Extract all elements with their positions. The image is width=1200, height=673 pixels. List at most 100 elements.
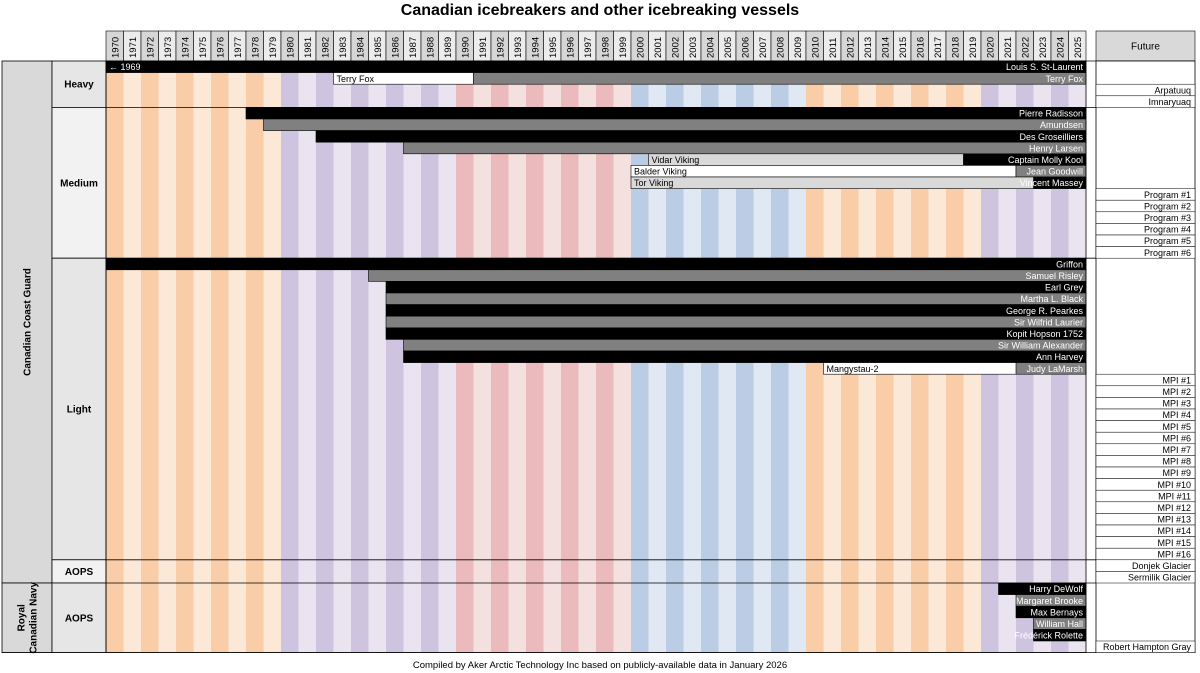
vessel-bar-label: George R. Pearkes xyxy=(1006,306,1084,316)
year-label-1978: 1978 xyxy=(250,37,261,58)
year-label-1989: 1989 xyxy=(443,37,454,58)
vessel-bar xyxy=(385,327,1087,340)
year-label-1973: 1973 xyxy=(163,37,174,58)
vessel-bar xyxy=(473,72,1087,85)
year-label-2017: 2017 xyxy=(933,37,944,58)
year-stripe-1972 xyxy=(141,61,159,653)
vessel-bar xyxy=(105,257,1087,271)
future-item-label: MPI #15 xyxy=(1157,538,1191,548)
vessel-bar-label: Sir Wilfrid Laurier xyxy=(1014,317,1083,327)
future-item-label: MPI #5 xyxy=(1162,422,1191,432)
vessel-bar-label: Captain Molly Kool xyxy=(1008,155,1083,165)
vessel-bar-label: Terry Fox xyxy=(337,74,375,84)
year-label-2019: 2019 xyxy=(968,37,979,58)
vessel-bar-label: Harry DeWolf xyxy=(1029,584,1083,594)
year-grid-frame xyxy=(105,60,1087,653)
year-label-2012: 2012 xyxy=(845,37,856,58)
section-label-0: Heavy xyxy=(64,80,94,91)
future-item-label: MPI #12 xyxy=(1157,503,1191,513)
future-item-label: Arpatuuq xyxy=(1154,85,1191,95)
future-header-label: Future xyxy=(1131,42,1160,53)
future-item-cell xyxy=(1095,246,1196,259)
year-stripe-1973 xyxy=(158,61,176,653)
year-label-2007: 2007 xyxy=(758,37,769,58)
vessel-bar-label: Ann Harvey xyxy=(1036,352,1084,362)
future-item-label: MPI #9 xyxy=(1162,468,1191,478)
chart-footer: Compiled by Aker Arctic Technology Inc b… xyxy=(412,660,788,671)
year-stripe-1979 xyxy=(263,61,281,653)
year-stripe-1978 xyxy=(246,61,264,653)
vessel-bar-label: Henry Larsen xyxy=(1029,143,1083,153)
year-label-2000: 2000 xyxy=(635,37,646,58)
year-stripe-1974 xyxy=(176,61,194,653)
year-label-2015: 2015 xyxy=(898,37,909,58)
year-label-1991: 1991 xyxy=(478,37,489,58)
vessel-bar xyxy=(385,281,1087,294)
future-item-label: Robert Hampton Gray xyxy=(1103,642,1192,652)
year-stripe-1971 xyxy=(123,61,141,653)
section-label-3: AOPS xyxy=(65,567,94,578)
year-label-2006: 2006 xyxy=(740,37,751,58)
future-item-label: MPI #4 xyxy=(1162,410,1191,420)
group-label-1-1: Canadian Navy xyxy=(29,582,40,654)
year-label-2023: 2023 xyxy=(1038,37,1049,58)
year-stripe-1970 xyxy=(106,61,124,653)
vessel-bar-label: Samuel Risley xyxy=(1025,271,1083,281)
year-label-1976: 1976 xyxy=(215,37,226,58)
year-label-1980: 1980 xyxy=(285,37,296,58)
year-label-1997: 1997 xyxy=(583,37,594,58)
section-label-1: Medium xyxy=(60,178,98,189)
year-label-1984: 1984 xyxy=(355,37,366,58)
vessel-bar-label: Amundsen xyxy=(1040,120,1083,130)
year-stripe-1977 xyxy=(228,61,246,653)
year-label-1990: 1990 xyxy=(460,37,471,58)
year-label-1992: 1992 xyxy=(495,37,506,58)
vessel-bar xyxy=(385,292,1087,305)
year-label-1977: 1977 xyxy=(233,37,244,58)
future-item-label: MPI #3 xyxy=(1162,399,1191,409)
vessel-bar-label: Griffon xyxy=(1056,259,1083,269)
future-item-label: MPI #2 xyxy=(1162,387,1191,397)
future-item-label: MPI #7 xyxy=(1162,445,1191,455)
year-label-2022: 2022 xyxy=(1020,37,1031,58)
year-label-1972: 1972 xyxy=(145,37,156,58)
year-label-1979: 1979 xyxy=(268,37,279,58)
vessel-bar-label: Judy LaMarsh xyxy=(1026,364,1083,374)
future-item-label: Program #6 xyxy=(1144,248,1191,258)
vessel-bar xyxy=(385,304,1087,317)
year-label-1996: 1996 xyxy=(565,37,576,58)
year-label-1987: 1987 xyxy=(408,37,419,58)
year-label-1995: 1995 xyxy=(548,37,559,58)
year-label-1982: 1982 xyxy=(320,37,331,58)
year-label-1974: 1974 xyxy=(180,37,191,58)
vessel-bar-label: Kopit Hopson 1752 xyxy=(1006,329,1083,339)
year-label-1998: 1998 xyxy=(600,37,611,58)
section-cell-4 xyxy=(51,582,107,653)
future-item-label: MPI #11 xyxy=(1158,491,1191,501)
year-label-1970: 1970 xyxy=(110,37,121,58)
year-stripe-1975 xyxy=(193,61,211,653)
future-item-label: Imnaryuaq xyxy=(1148,97,1191,107)
vessel-bar-label: Jean Goodwill xyxy=(1026,167,1083,177)
year-label-2018: 2018 xyxy=(950,37,961,58)
year-stripe-1983 xyxy=(333,61,351,653)
section-cell-1 xyxy=(51,107,107,259)
vessel-bar-label: Balder Viking xyxy=(634,167,687,177)
year-label-2013: 2013 xyxy=(863,37,874,58)
future-header-cell xyxy=(1095,30,1196,62)
year-label-1999: 1999 xyxy=(618,37,629,58)
future-item-label: Program #3 xyxy=(1144,213,1191,223)
year-label-2005: 2005 xyxy=(723,37,734,58)
future-item-label: Program #1 xyxy=(1144,190,1191,200)
vessel-bar xyxy=(403,141,1087,155)
year-label-2002: 2002 xyxy=(670,37,681,58)
vessel-bar xyxy=(105,60,1087,73)
group-label-1-0: Royal xyxy=(17,604,28,631)
year-label-2003: 2003 xyxy=(688,37,699,58)
vessel-bar-label: Des Groseilliers xyxy=(1019,132,1083,142)
vessel-bar-label: Margaret Brooke xyxy=(1016,596,1083,606)
vessel-bar xyxy=(368,269,1087,282)
vessel-bar-label: Vincent Massey xyxy=(1020,178,1084,188)
vessel-bar xyxy=(403,350,1087,363)
year-label-1986: 1986 xyxy=(390,37,401,58)
